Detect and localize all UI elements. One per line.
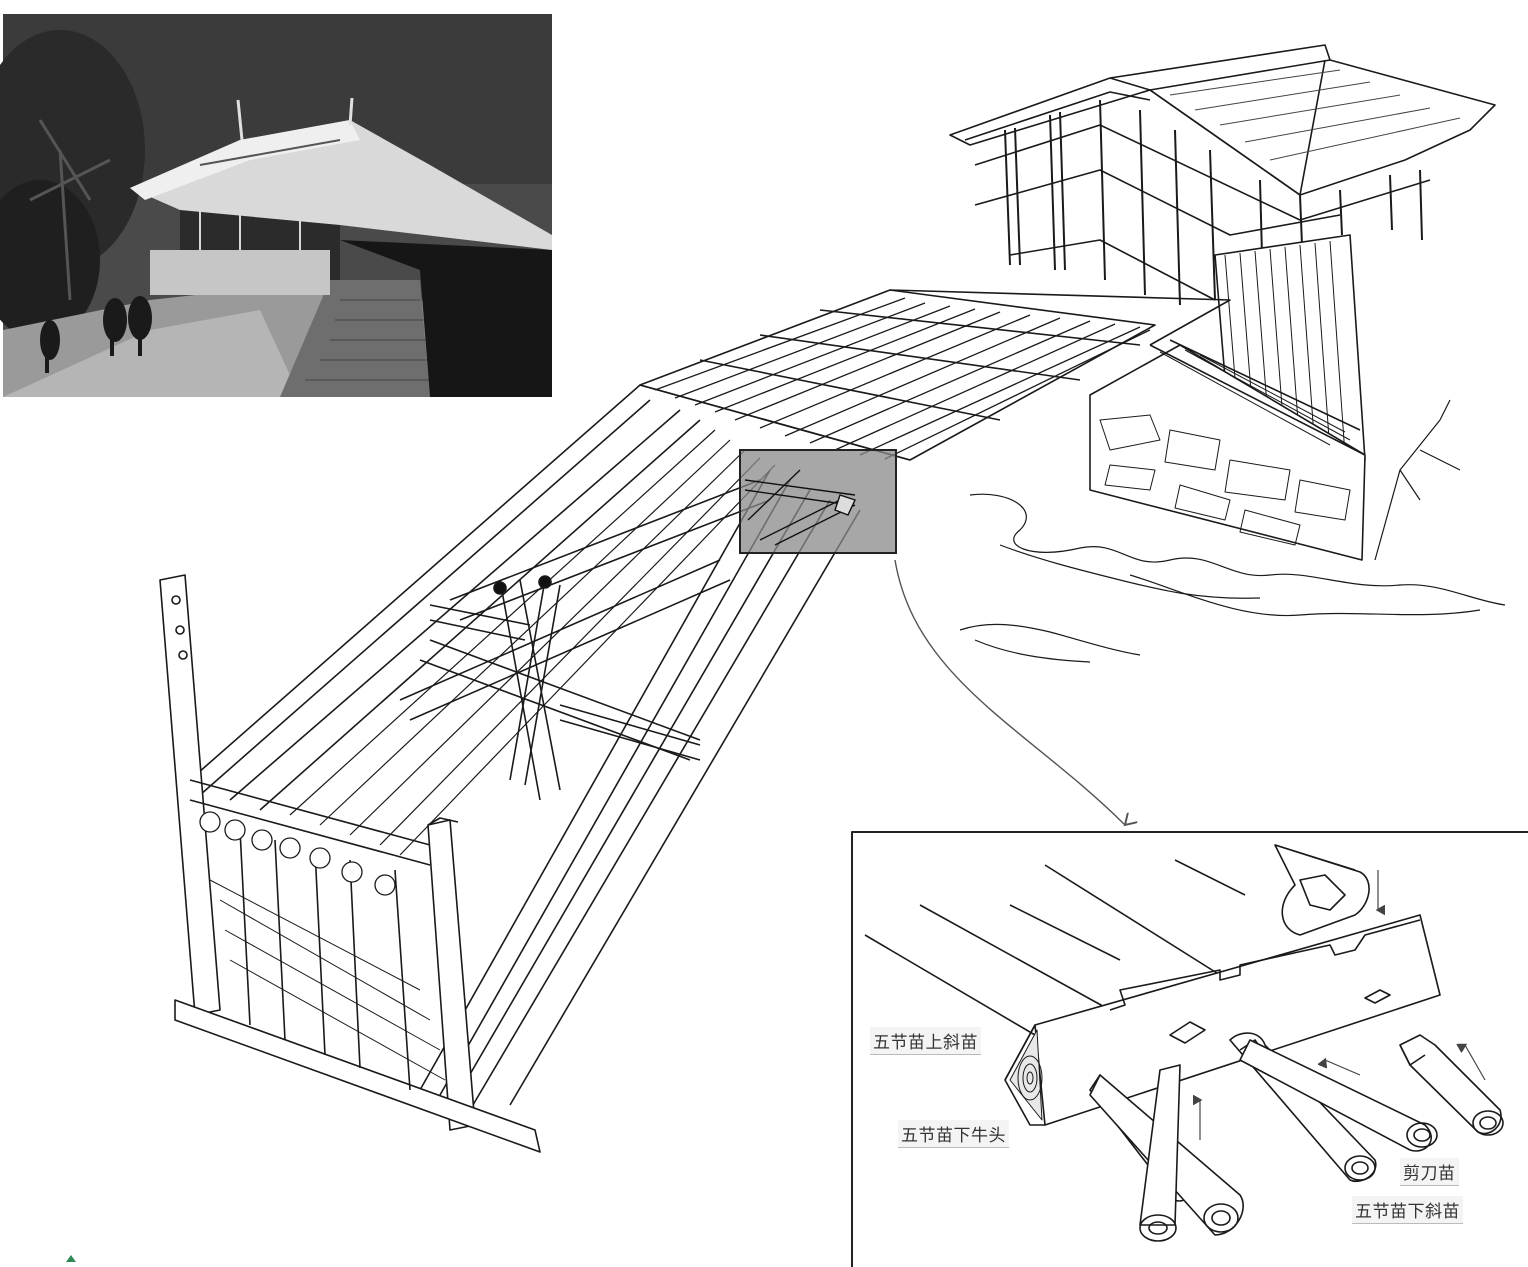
detail-highlight-box <box>739 449 897 554</box>
corner-marker-icon <box>66 1255 76 1262</box>
gallery-house <box>949 44 1496 561</box>
joint-detail-drawing <box>851 831 1528 1267</box>
main-poles <box>189 384 861 1111</box>
bridge-structure-drawing <box>159 44 1506 1153</box>
label-scissor: 剪刀苗 <box>1400 1158 1459 1186</box>
beam-end-grain <box>1009 1029 1043 1121</box>
label-lower-beam-head: 五节苗下牛头 <box>898 1120 1009 1148</box>
label-lower-slant: 五节苗下斜苗 <box>1352 1196 1463 1224</box>
front-frame <box>159 574 541 1153</box>
riverbank <box>959 399 1506 663</box>
label-upper-slant: 五节苗上斜苗 <box>870 1027 981 1055</box>
deck-planks <box>639 289 1231 461</box>
covered-bridge-photo <box>0 14 552 397</box>
callout-arrow <box>894 559 1125 825</box>
